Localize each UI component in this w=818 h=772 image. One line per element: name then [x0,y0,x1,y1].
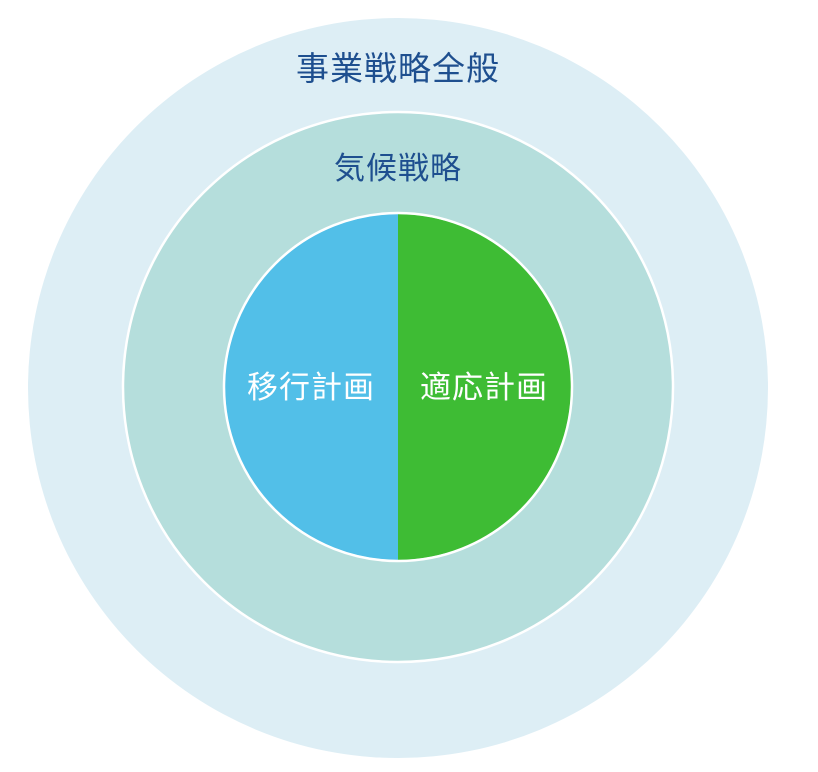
adaptation-plan-label: 適応計画 [420,370,548,406]
inner-right-half-adaptation-plan [398,214,571,560]
transition-plan-label: 移行計画 [247,370,375,406]
middle-circle-label: 気候戦略 [334,151,462,187]
outer-circle-label: 事業戦略全般 [296,49,500,88]
inner-left-half-transition-plan [225,214,398,560]
inner-circle-outline [222,211,574,563]
